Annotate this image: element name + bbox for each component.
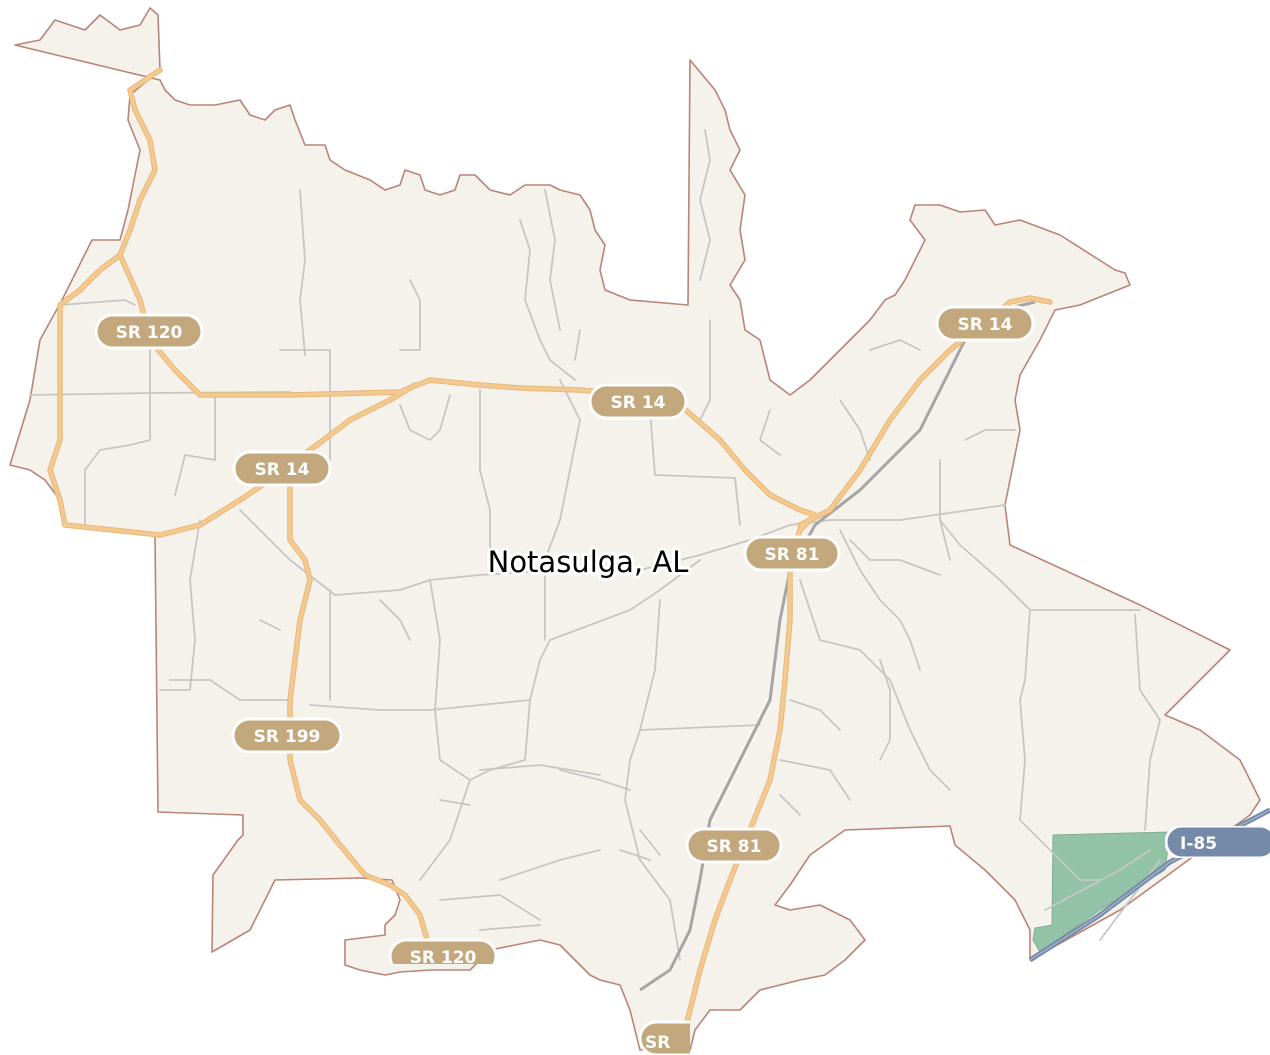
place-label: Notasulga, AL bbox=[488, 545, 689, 579]
shield-label: SR 14 bbox=[255, 460, 310, 480]
route-shield-sr14-west[interactable]: SR 14 bbox=[232, 450, 332, 487]
railway-line bbox=[639, 300, 1036, 992]
shield-label: SR bbox=[645, 1033, 670, 1053]
route-shield-sr81-south[interactable]: SR 81 bbox=[685, 827, 783, 864]
route-shield-sr14-northeast[interactable]: SR 14 bbox=[935, 305, 1035, 342]
interstate-shield-i85[interactable]: I-85 bbox=[1165, 826, 1270, 858]
route-shield-sr-southwest-partial[interactable]: SR 120 bbox=[388, 938, 498, 973]
shield-label: SR 199 bbox=[254, 727, 321, 747]
shield-label: SR 14 bbox=[611, 393, 666, 413]
shield-label: SR 14 bbox=[958, 315, 1013, 335]
shield-label: SR 81 bbox=[707, 837, 762, 857]
shield-label: I-85 bbox=[1180, 834, 1217, 854]
route-shield-sr199[interactable]: SR 199 bbox=[231, 717, 343, 754]
route-shield-sr120[interactable]: SR 120 bbox=[94, 313, 204, 350]
local-roads bbox=[29, 129, 1161, 961]
route-shield-sr14-center[interactable]: SR 14 bbox=[588, 383, 688, 420]
shield-label: SR 81 bbox=[765, 545, 820, 565]
route-shield-sr81-north[interactable]: SR 81 bbox=[743, 535, 841, 572]
route-shield-sr-south-partial[interactable]: SR bbox=[638, 1020, 734, 1055]
shield-label: SR 120 bbox=[116, 323, 183, 343]
boundary-area bbox=[9, 7, 1261, 1051]
state-routes bbox=[47, 67, 1053, 1053]
shield-label: SR 120 bbox=[410, 948, 477, 968]
